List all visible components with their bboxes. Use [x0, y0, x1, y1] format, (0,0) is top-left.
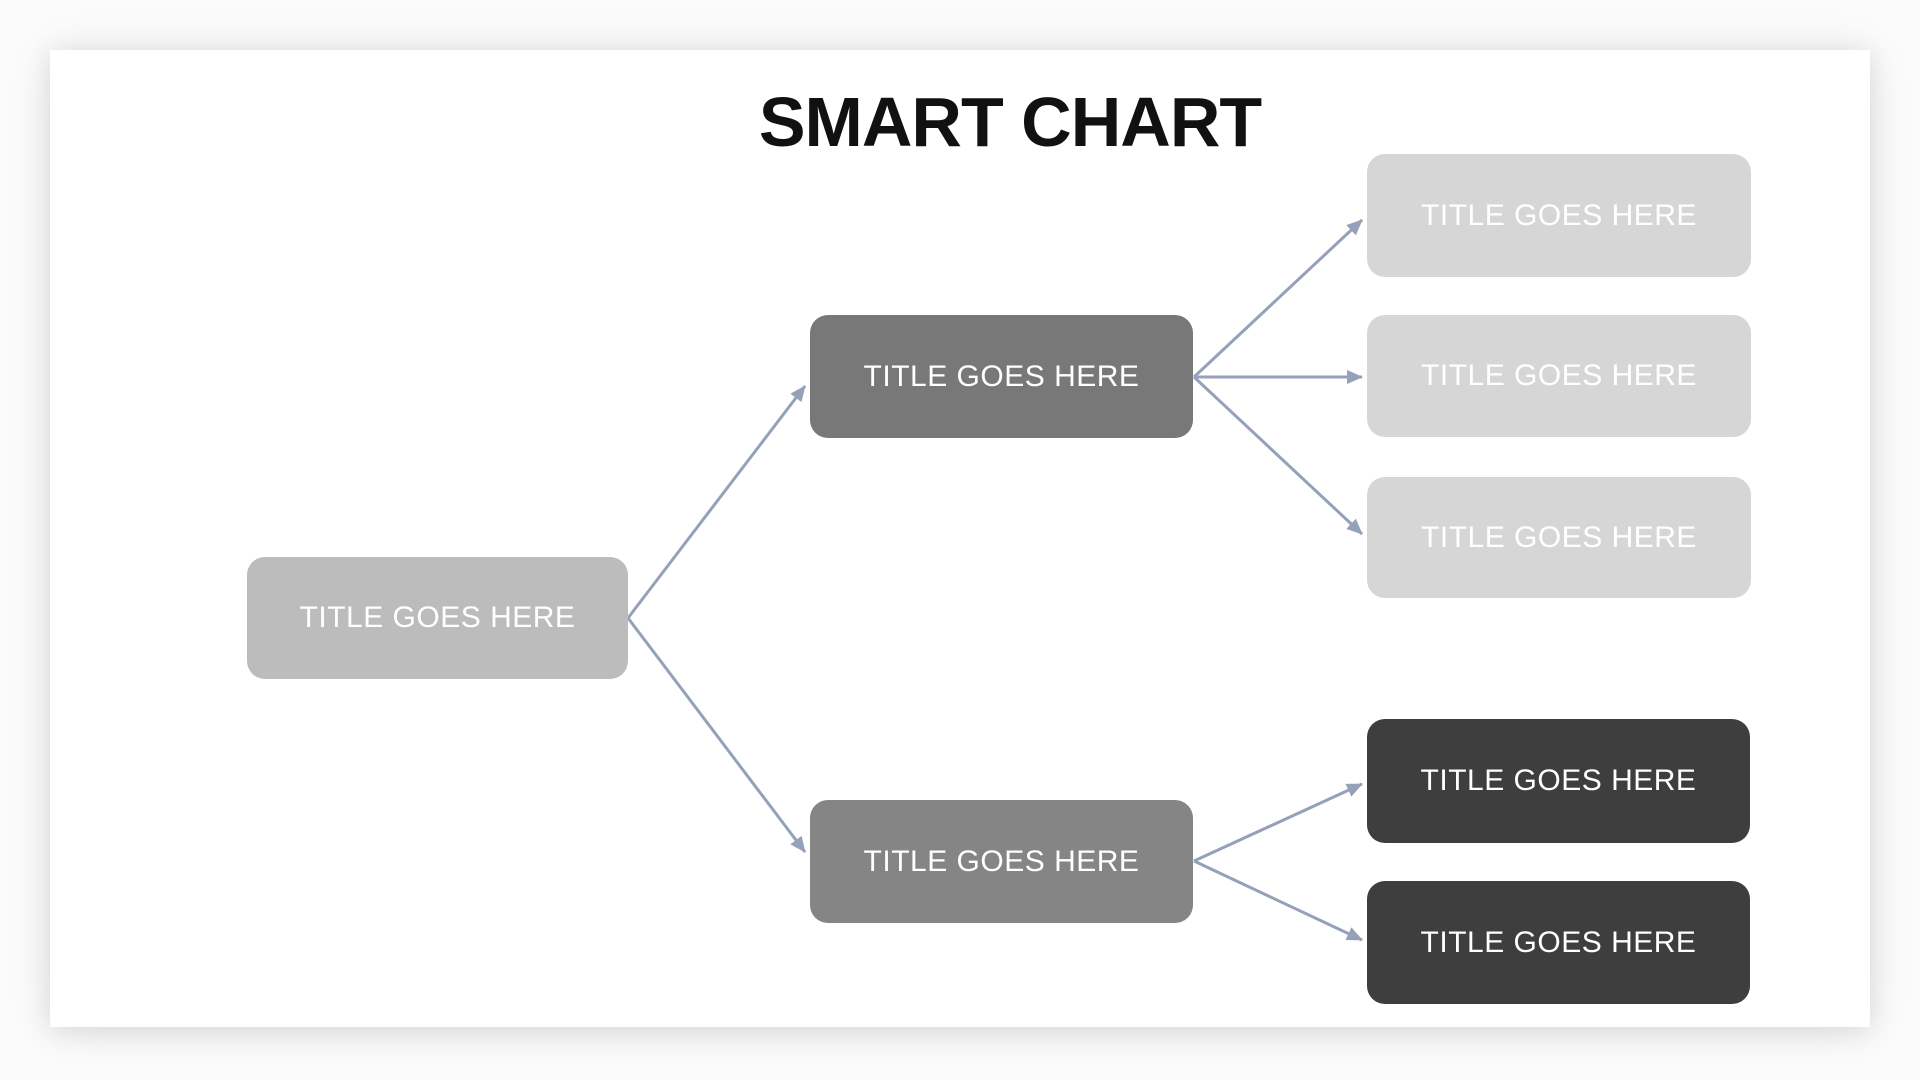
- node-branch-bottom: TITLE GOES HERE: [810, 800, 1193, 923]
- node-leaf-5: TITLE GOES HERE: [1367, 881, 1750, 1004]
- node-label: TITLE GOES HERE: [863, 844, 1140, 878]
- node-label: TITLE GOES HERE: [1420, 925, 1697, 959]
- node-leaf-1: TITLE GOES HERE: [1367, 154, 1751, 277]
- node-label: TITLE GOES HERE: [1421, 198, 1697, 232]
- node-label: TITLE GOES HERE: [1420, 764, 1697, 797]
- node-leaf-4: TITLE GOES HERE: [1367, 719, 1750, 843]
- node-leaf-2: TITLE GOES HERE: [1367, 315, 1751, 437]
- page-title: SMART CHART: [758, 83, 1262, 161]
- node-label: TITLE GOES HERE: [863, 359, 1140, 393]
- node-label: TITLE GOES HERE: [1421, 359, 1697, 392]
- node-label: TITLE GOES HERE: [1421, 520, 1697, 554]
- node-root: TITLE GOES HERE: [247, 557, 628, 679]
- node-branch-top: TITLE GOES HERE: [810, 315, 1193, 438]
- node-leaf-3: TITLE GOES HERE: [1367, 477, 1751, 598]
- node-label: TITLE GOES HERE: [299, 601, 576, 634]
